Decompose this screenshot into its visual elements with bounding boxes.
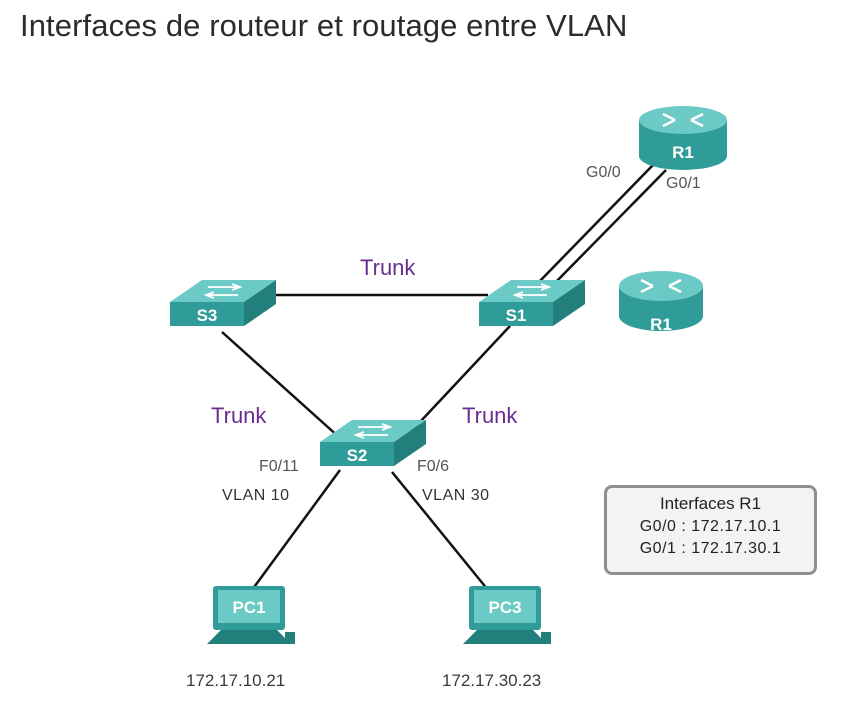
vlan-label-30: VLAN 30 [422,487,490,504]
trunk-label-s1-s2: Trunk [462,403,518,428]
pc-pc3[interactable]: PC3 [463,586,551,644]
info-box-line-g00: G0/0 : 172.17.10.1 [639,518,782,535]
router-r1-legend: R1 [619,271,703,334]
trunk-label-s3-s1: Trunk [360,255,416,280]
vlan-label-10: VLAN 10 [222,487,290,504]
link-r1-s1-g00 [537,164,654,284]
trunk-label-s3-s2: Trunk [211,403,267,428]
switch-arrows-icon [512,283,552,299]
link-s2-pc1 [250,469,342,591]
device-label-s2: S2 [347,446,368,465]
interfaces-info-box: Interfaces R1 G0/0 : 172.17.10.1 G0/1 : … [604,485,817,575]
device-label-r1-legend: R1 [650,315,672,334]
device-label-pc3: PC3 [488,598,521,617]
port-label-f06: F0/6 [417,458,449,475]
link-r1-s1-g01 [550,169,667,288]
switch-arrows-icon [353,423,393,439]
router-arrows-icon [640,278,682,294]
port-label-f011: F0/11 [259,458,299,475]
port-label-g01: G0/1 [666,175,701,192]
ip-label-pc3: 172.17.30.23 [442,671,541,690]
links [221,164,667,591]
link-s1-s2 [404,325,511,439]
device-label-s3: S3 [197,306,218,325]
switch-s1[interactable]: S1 [479,280,585,326]
info-box-title: Interfaces R1 [659,494,762,513]
page-title: Interfaces de routeur et routage entre V… [20,8,628,43]
ip-label-pc1: 172.17.10.21 [186,671,285,690]
info-box-line-g01: G0/1 : 172.17.30.1 [639,540,782,557]
device-label-r1: R1 [672,143,694,162]
device-label-pc1: PC1 [232,598,265,617]
switch-s2[interactable]: S2 [320,420,426,466]
switch-arrows-icon [203,283,243,299]
pc-pc1[interactable]: PC1 [207,586,295,644]
link-s3-s2 [221,331,341,439]
router-r1[interactable]: R1 [639,106,727,170]
switch-s3[interactable]: S3 [170,280,276,326]
link-s2-pc3 [391,471,489,591]
router-arrows-icon [662,112,704,128]
device-label-s1: S1 [506,306,527,325]
port-label-g00: G0/0 [586,164,621,181]
